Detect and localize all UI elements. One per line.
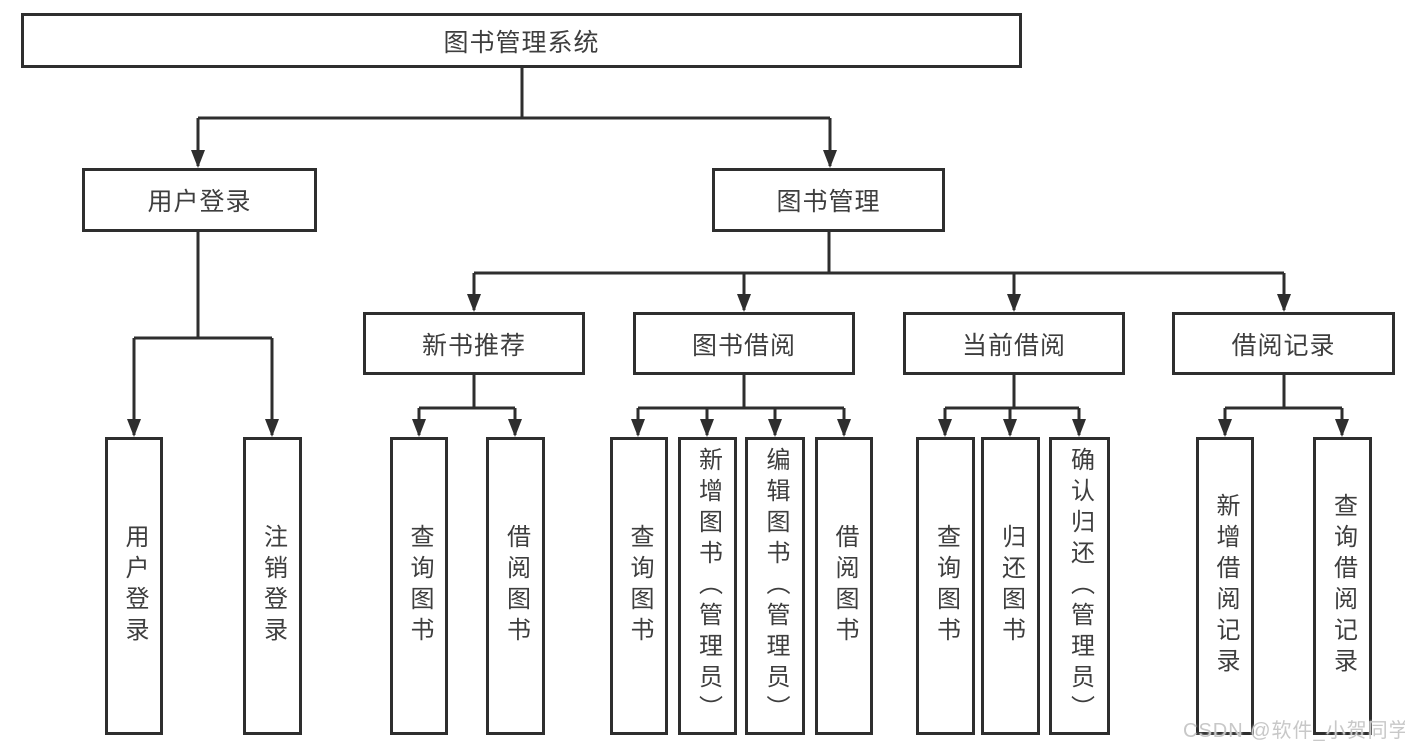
leaf-add-books-admin: 新增图书（管理员） [678, 437, 737, 735]
leaf-logout: 注销登录 [243, 437, 302, 735]
leaf-add-borrow-record: 新增借阅记录 [1196, 437, 1254, 735]
node-book-borrowing-label: 图书借阅 [691, 331, 796, 360]
node-user-login: 用户登录 [82, 168, 317, 232]
leaf-query-borrow-record: 查询借阅记录 [1313, 437, 1372, 735]
leaf-borrow-books-recommend: 借阅图书 [486, 437, 545, 735]
leaf-query-books-recommend: 查询图书 [390, 437, 448, 735]
connector-user-login [132, 232, 274, 435]
connector-borrowing-records [1223, 375, 1344, 435]
leaf-user-login-label: 用户登录 [121, 524, 148, 648]
node-borrowing-records: 借阅记录 [1172, 312, 1395, 375]
node-current-borrowing: 当前借阅 [903, 312, 1125, 375]
leaf-logout-label: 注销登录 [259, 524, 287, 648]
leaf-edit-books-admin-label: 编辑图书（管理员） [762, 446, 789, 726]
watermark-text: CSDN @软件_小贺同学 [1183, 720, 1405, 742]
connector-book-management [472, 232, 1286, 310]
connector-root [196, 68, 832, 166]
node-book-management-label: 图书管理 [776, 188, 881, 216]
node-book-borrowing: 图书借阅 [633, 312, 855, 375]
leaf-return-books-label: 归还图书 [997, 524, 1025, 648]
leaf-user-login: 用户登录 [105, 437, 163, 735]
node-root-system-label: 图书管理系统 [443, 28, 600, 57]
node-book-management: 图书管理 [712, 168, 945, 232]
connector-book-borrowing [636, 375, 846, 435]
connector-new-book-recommend [417, 375, 517, 435]
leaf-query-books-recommend-label: 查询图书 [406, 524, 433, 648]
node-new-book-recommend: 新书推荐 [363, 312, 585, 375]
leaf-add-borrow-record-label: 新增借阅记录 [1212, 493, 1239, 679]
leaf-borrow-books: 借阅图书 [815, 437, 873, 735]
leaf-query-borrow-record-label: 查询借阅记录 [1329, 493, 1357, 679]
leaf-borrow-books-recommend-label: 借阅图书 [502, 524, 530, 648]
leaf-confirm-return-admin-label: 确认归还（管理员） [1066, 446, 1094, 726]
node-borrowing-records-label: 借阅记录 [1231, 331, 1336, 360]
leaf-query-books-borrowing: 查询图书 [610, 437, 668, 735]
leaf-edit-books-admin: 编辑图书（管理员） [745, 437, 805, 735]
node-new-book-recommend-label: 新书推荐 [421, 331, 526, 360]
leaf-query-books-current: 查询图书 [916, 437, 975, 735]
node-root-system: 图书管理系统 [21, 13, 1022, 68]
node-user-login-label: 用户登录 [147, 188, 252, 216]
leaf-add-books-admin-label: 新增图书（管理员） [694, 446, 722, 726]
leaf-return-books: 归还图书 [981, 437, 1040, 735]
node-current-borrowing-label: 当前借阅 [961, 331, 1066, 360]
leaf-borrow-books-label: 借阅图书 [831, 524, 858, 648]
leaf-confirm-return-admin: 确认归还（管理员） [1049, 437, 1110, 735]
leaf-query-books-current-label: 查询图书 [932, 524, 960, 648]
leaf-query-books-borrowing-label: 查询图书 [626, 524, 653, 648]
